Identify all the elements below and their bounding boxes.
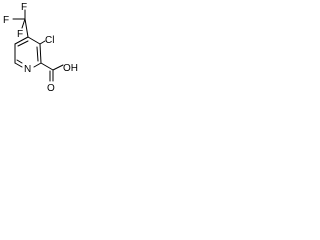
bond-cf3-ring bbox=[24, 18, 29, 38]
bond-ring-c4-c3 bbox=[27, 36, 41, 45]
atom-fluorine-bottom: F bbox=[17, 29, 23, 40]
bond-ring-c2-n bbox=[33, 62, 42, 68]
bond-ring-n-c6 bbox=[14, 62, 23, 68]
bond-c-f-bottom bbox=[21, 18, 26, 29]
molecule-canvas: F F F Cl N O OH bbox=[0, 0, 84, 113]
atom-chlorine: Cl bbox=[45, 35, 54, 46]
bond-ring-c3-c2 bbox=[39, 43, 42, 64]
bond-ring-carboxyl bbox=[40, 62, 54, 71]
bond-ring-n-c6-double bbox=[16, 59, 23, 64]
atom-oxygen-carbonyl: O bbox=[47, 83, 55, 94]
bond-c-cl bbox=[39, 40, 46, 45]
atom-fluorine-top: F bbox=[21, 2, 27, 13]
molecule-structure: F F F Cl N O OH bbox=[3, 2, 78, 94]
atom-hydroxyl: OH bbox=[63, 63, 78, 74]
bond-c-oh bbox=[52, 64, 64, 71]
bond-ring-c2-c3-double bbox=[36, 46, 39, 62]
bond-ring-c5-c4-double bbox=[17, 40, 29, 47]
atom-nitrogen: N bbox=[24, 64, 31, 75]
bond-ring-c5-c4 bbox=[14, 36, 29, 45]
atom-fluorine-left: F bbox=[3, 15, 9, 26]
